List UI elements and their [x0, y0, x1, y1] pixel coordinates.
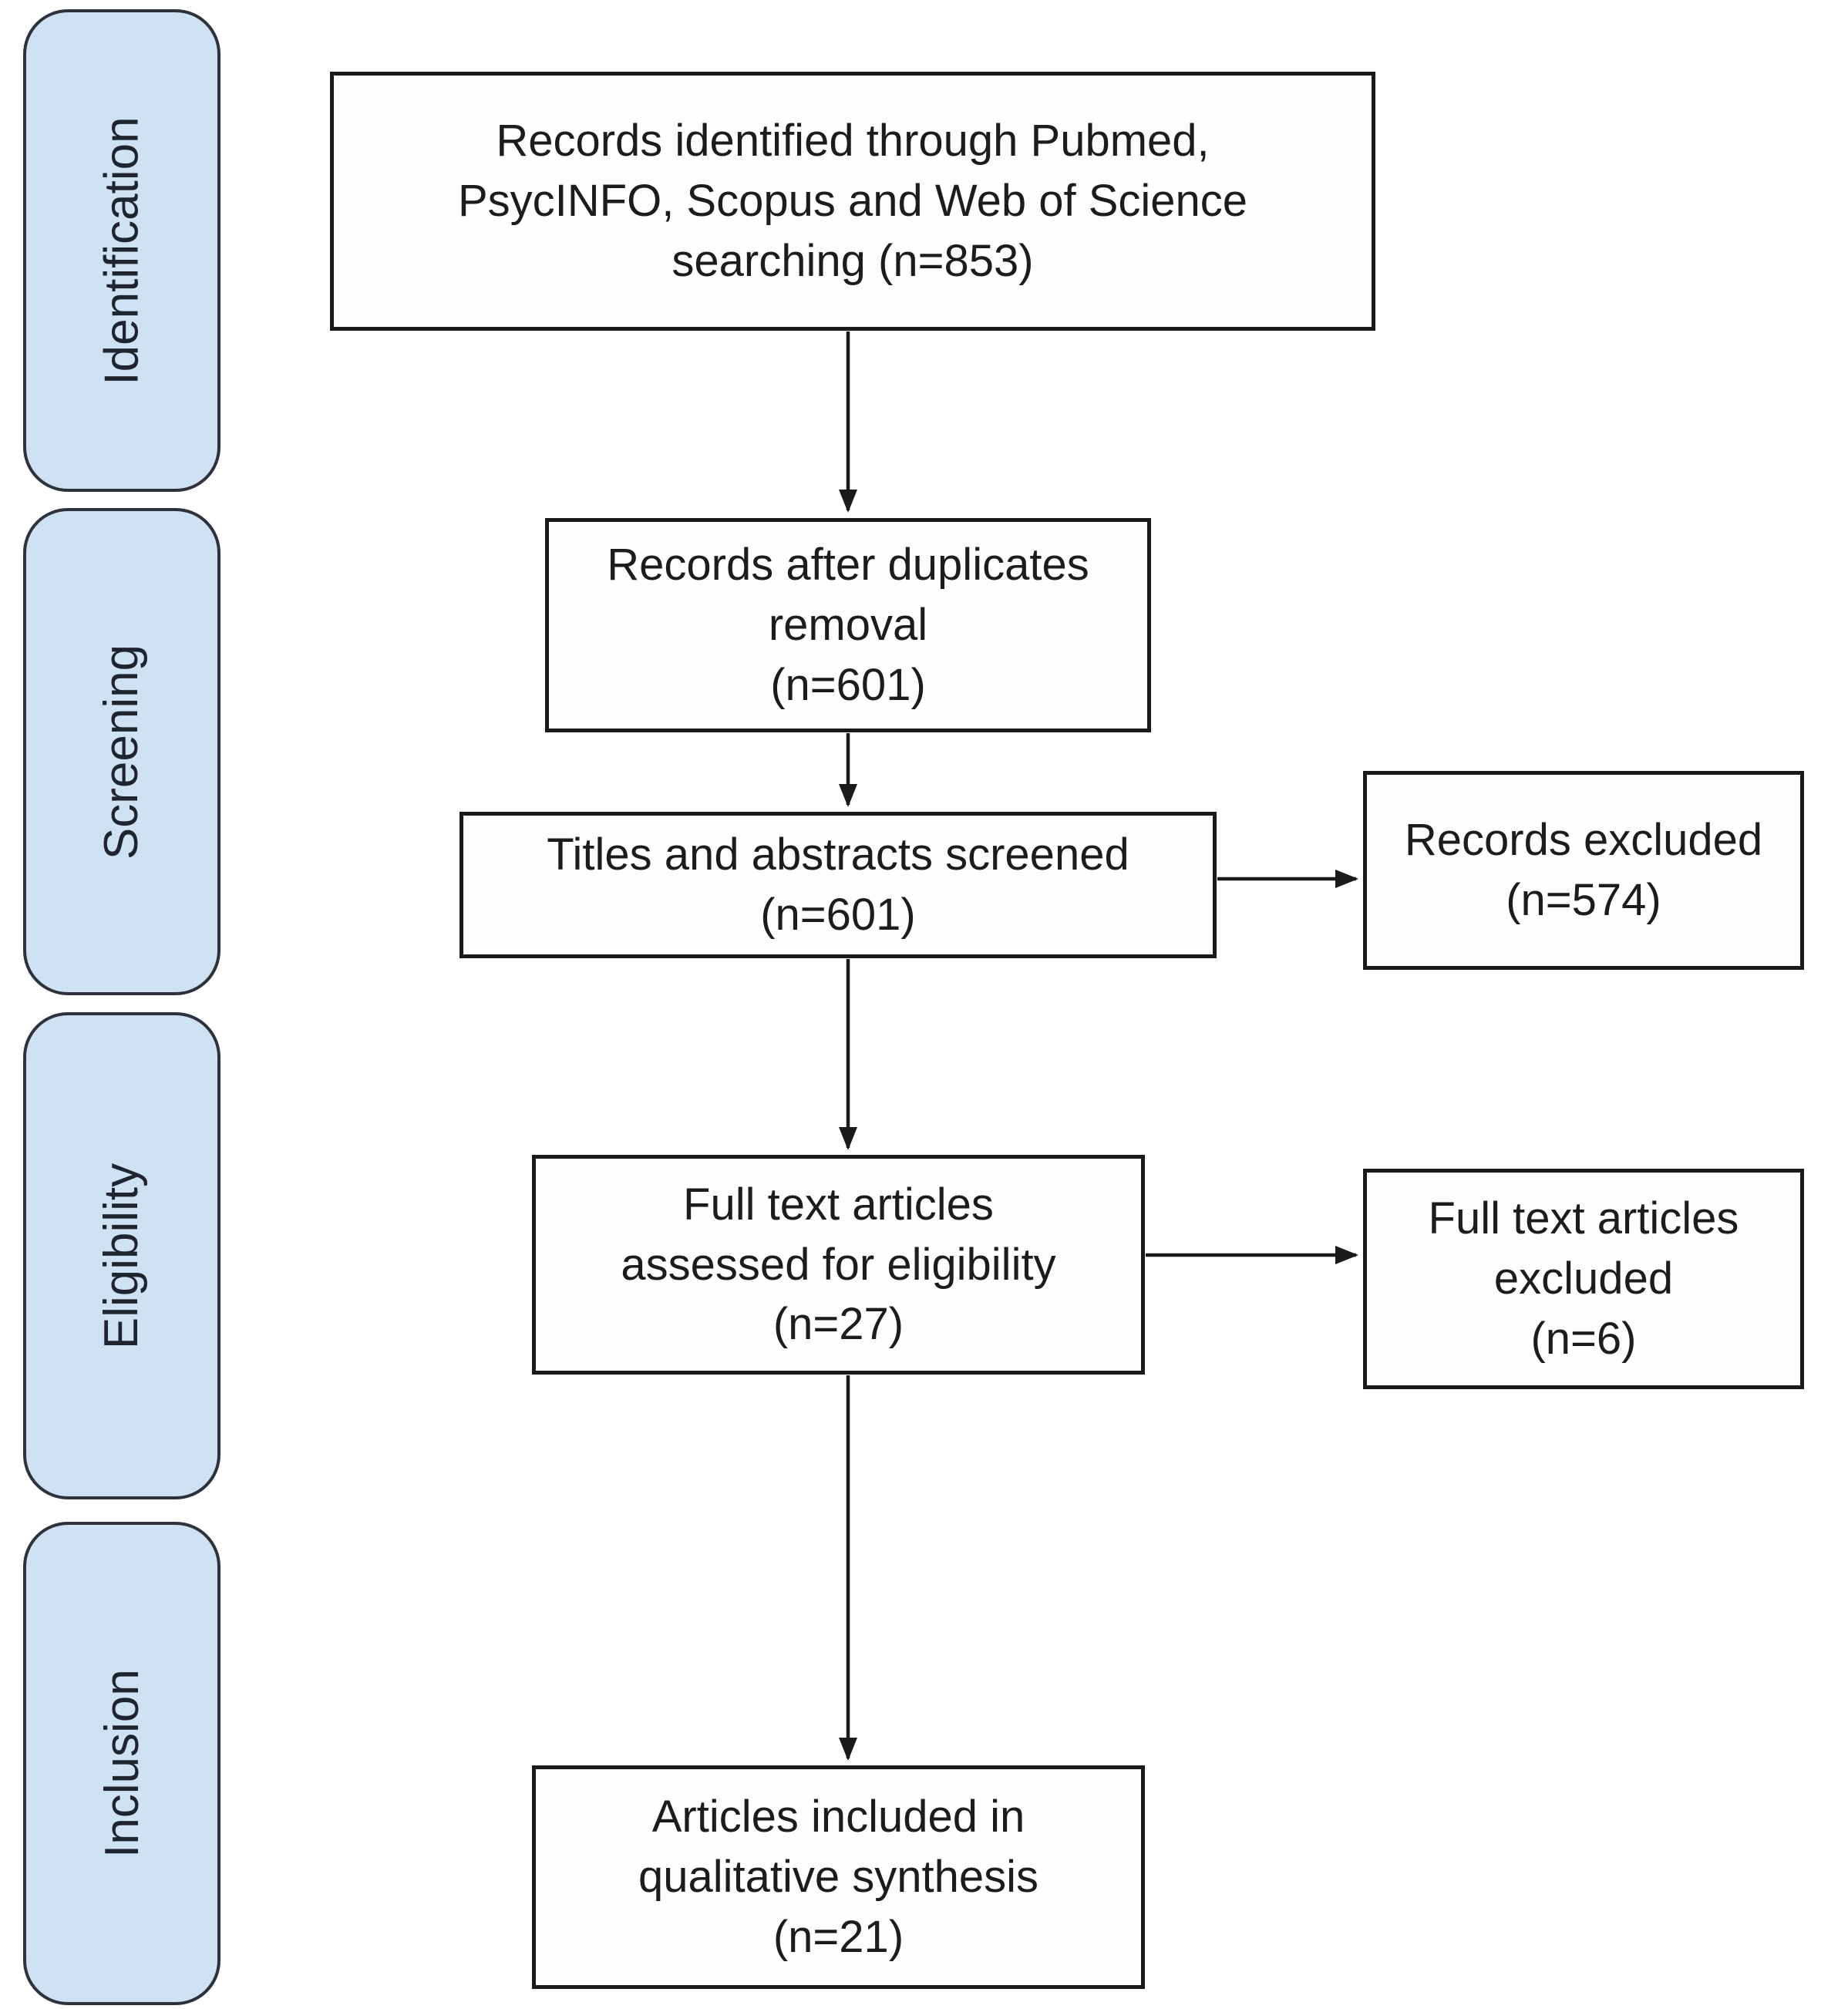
phase-identification-label: Identification — [95, 116, 149, 385]
box-fulltext-excluded: Full text articles excluded (n=6) — [1363, 1169, 1804, 1389]
box-records-after-duplicates-text: Records after duplicates removal (n=601) — [607, 540, 1089, 710]
box-records-after-duplicates: Records after duplicates removal (n=601) — [545, 518, 1151, 732]
box-fulltext-excluded-text: Full text articles excluded (n=6) — [1428, 1193, 1739, 1364]
box-articles-included-text: Articles included in qualitative synthes… — [638, 1792, 1039, 1962]
box-records-identified-text: Records identified through Pubmed, PsycI… — [457, 116, 1248, 286]
phase-inclusion: Inclusion — [23, 1522, 220, 2005]
box-articles-included: Articles included in qualitative synthes… — [532, 1765, 1145, 1989]
phase-inclusion-label: Inclusion — [95, 1669, 149, 1858]
box-records-excluded-text: Records excluded (n=574) — [1404, 815, 1763, 925]
box-fulltext-assessed-text: Full text articles assessed for eligibil… — [621, 1179, 1056, 1350]
phase-screening: Screening — [23, 508, 220, 995]
box-fulltext-assessed: Full text articles assessed for eligibil… — [532, 1155, 1145, 1375]
phase-eligibility-label: Eligibility — [95, 1163, 149, 1349]
box-records-excluded: Records excluded (n=574) — [1363, 771, 1804, 970]
box-records-identified: Records identified through Pubmed, PsycI… — [330, 72, 1375, 331]
box-titles-abstracts-screened-text: Titles and abstracts screened (n=601) — [547, 830, 1129, 940]
phase-screening-label: Screening — [95, 644, 149, 860]
phase-identification: Identification — [23, 9, 220, 492]
box-titles-abstracts-screened: Titles and abstracts screened (n=601) — [459, 812, 1217, 958]
phase-eligibility: Eligibility — [23, 1012, 220, 1499]
